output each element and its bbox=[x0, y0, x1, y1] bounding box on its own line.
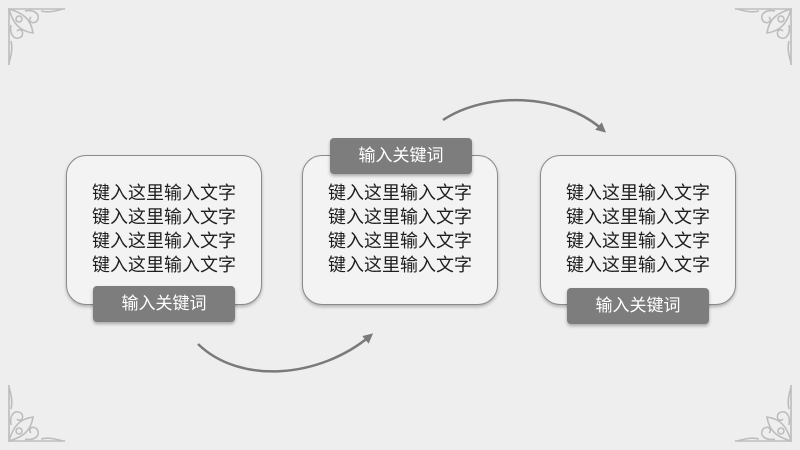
card-text-lines: 键入这里输入文字 键入这里输入文字 键入这里输入文字 键入这里输入文字 bbox=[67, 182, 261, 278]
card-text-line[interactable]: 键入这里输入文字 bbox=[92, 183, 236, 204]
keyword-badge-2[interactable]: 输入关键词 bbox=[330, 138, 472, 174]
card-text-line[interactable]: 键入这里输入文字 bbox=[328, 207, 472, 228]
text-card-1: 键入这里输入文字 键入这里输入文字 键入这里输入文字 键入这里输入文字 bbox=[66, 155, 262, 305]
card-text-line[interactable]: 键入这里输入文字 bbox=[328, 255, 472, 276]
corner-flourish-icon bbox=[5, 5, 69, 69]
corner-flourish-icon bbox=[731, 5, 795, 69]
card-text-line[interactable]: 键入这里输入文字 bbox=[92, 207, 236, 228]
corner-flourish-icon bbox=[5, 381, 69, 445]
curved-arrow-icon bbox=[197, 333, 374, 373]
card-text-line[interactable]: 键入这里输入文字 bbox=[566, 183, 710, 204]
card-text-line[interactable]: 键入这里输入文字 bbox=[328, 231, 472, 252]
card-text-lines: 键入这里输入文字 键入这里输入文字 键入这里输入文字 键入这里输入文字 bbox=[303, 182, 497, 278]
card-text-line[interactable]: 键入这里输入文字 bbox=[566, 231, 710, 252]
card-text-lines: 键入这里输入文字 键入这里输入文字 键入这里输入文字 键入这里输入文字 bbox=[541, 182, 735, 278]
card-text-line[interactable]: 键入这里输入文字 bbox=[328, 183, 472, 204]
card-text-line[interactable]: 键入这里输入文字 bbox=[92, 255, 236, 276]
card-text-line[interactable]: 键入这里输入文字 bbox=[566, 255, 710, 276]
card-text-line[interactable]: 键入这里输入文字 bbox=[566, 207, 710, 228]
card-text-line[interactable]: 键入这里输入文字 bbox=[92, 231, 236, 252]
keyword-badge-3[interactable]: 输入关键词 bbox=[567, 288, 709, 324]
corner-flourish-icon bbox=[731, 381, 795, 445]
keyword-badge-1[interactable]: 输入关键词 bbox=[93, 286, 235, 322]
text-card-3: 键入这里输入文字 键入这里输入文字 键入这里输入文字 键入这里输入文字 bbox=[540, 155, 736, 305]
text-card-2: 键入这里输入文字 键入这里输入文字 键入这里输入文字 键入这里输入文字 bbox=[302, 155, 498, 305]
curved-arrow-icon bbox=[442, 98, 606, 133]
